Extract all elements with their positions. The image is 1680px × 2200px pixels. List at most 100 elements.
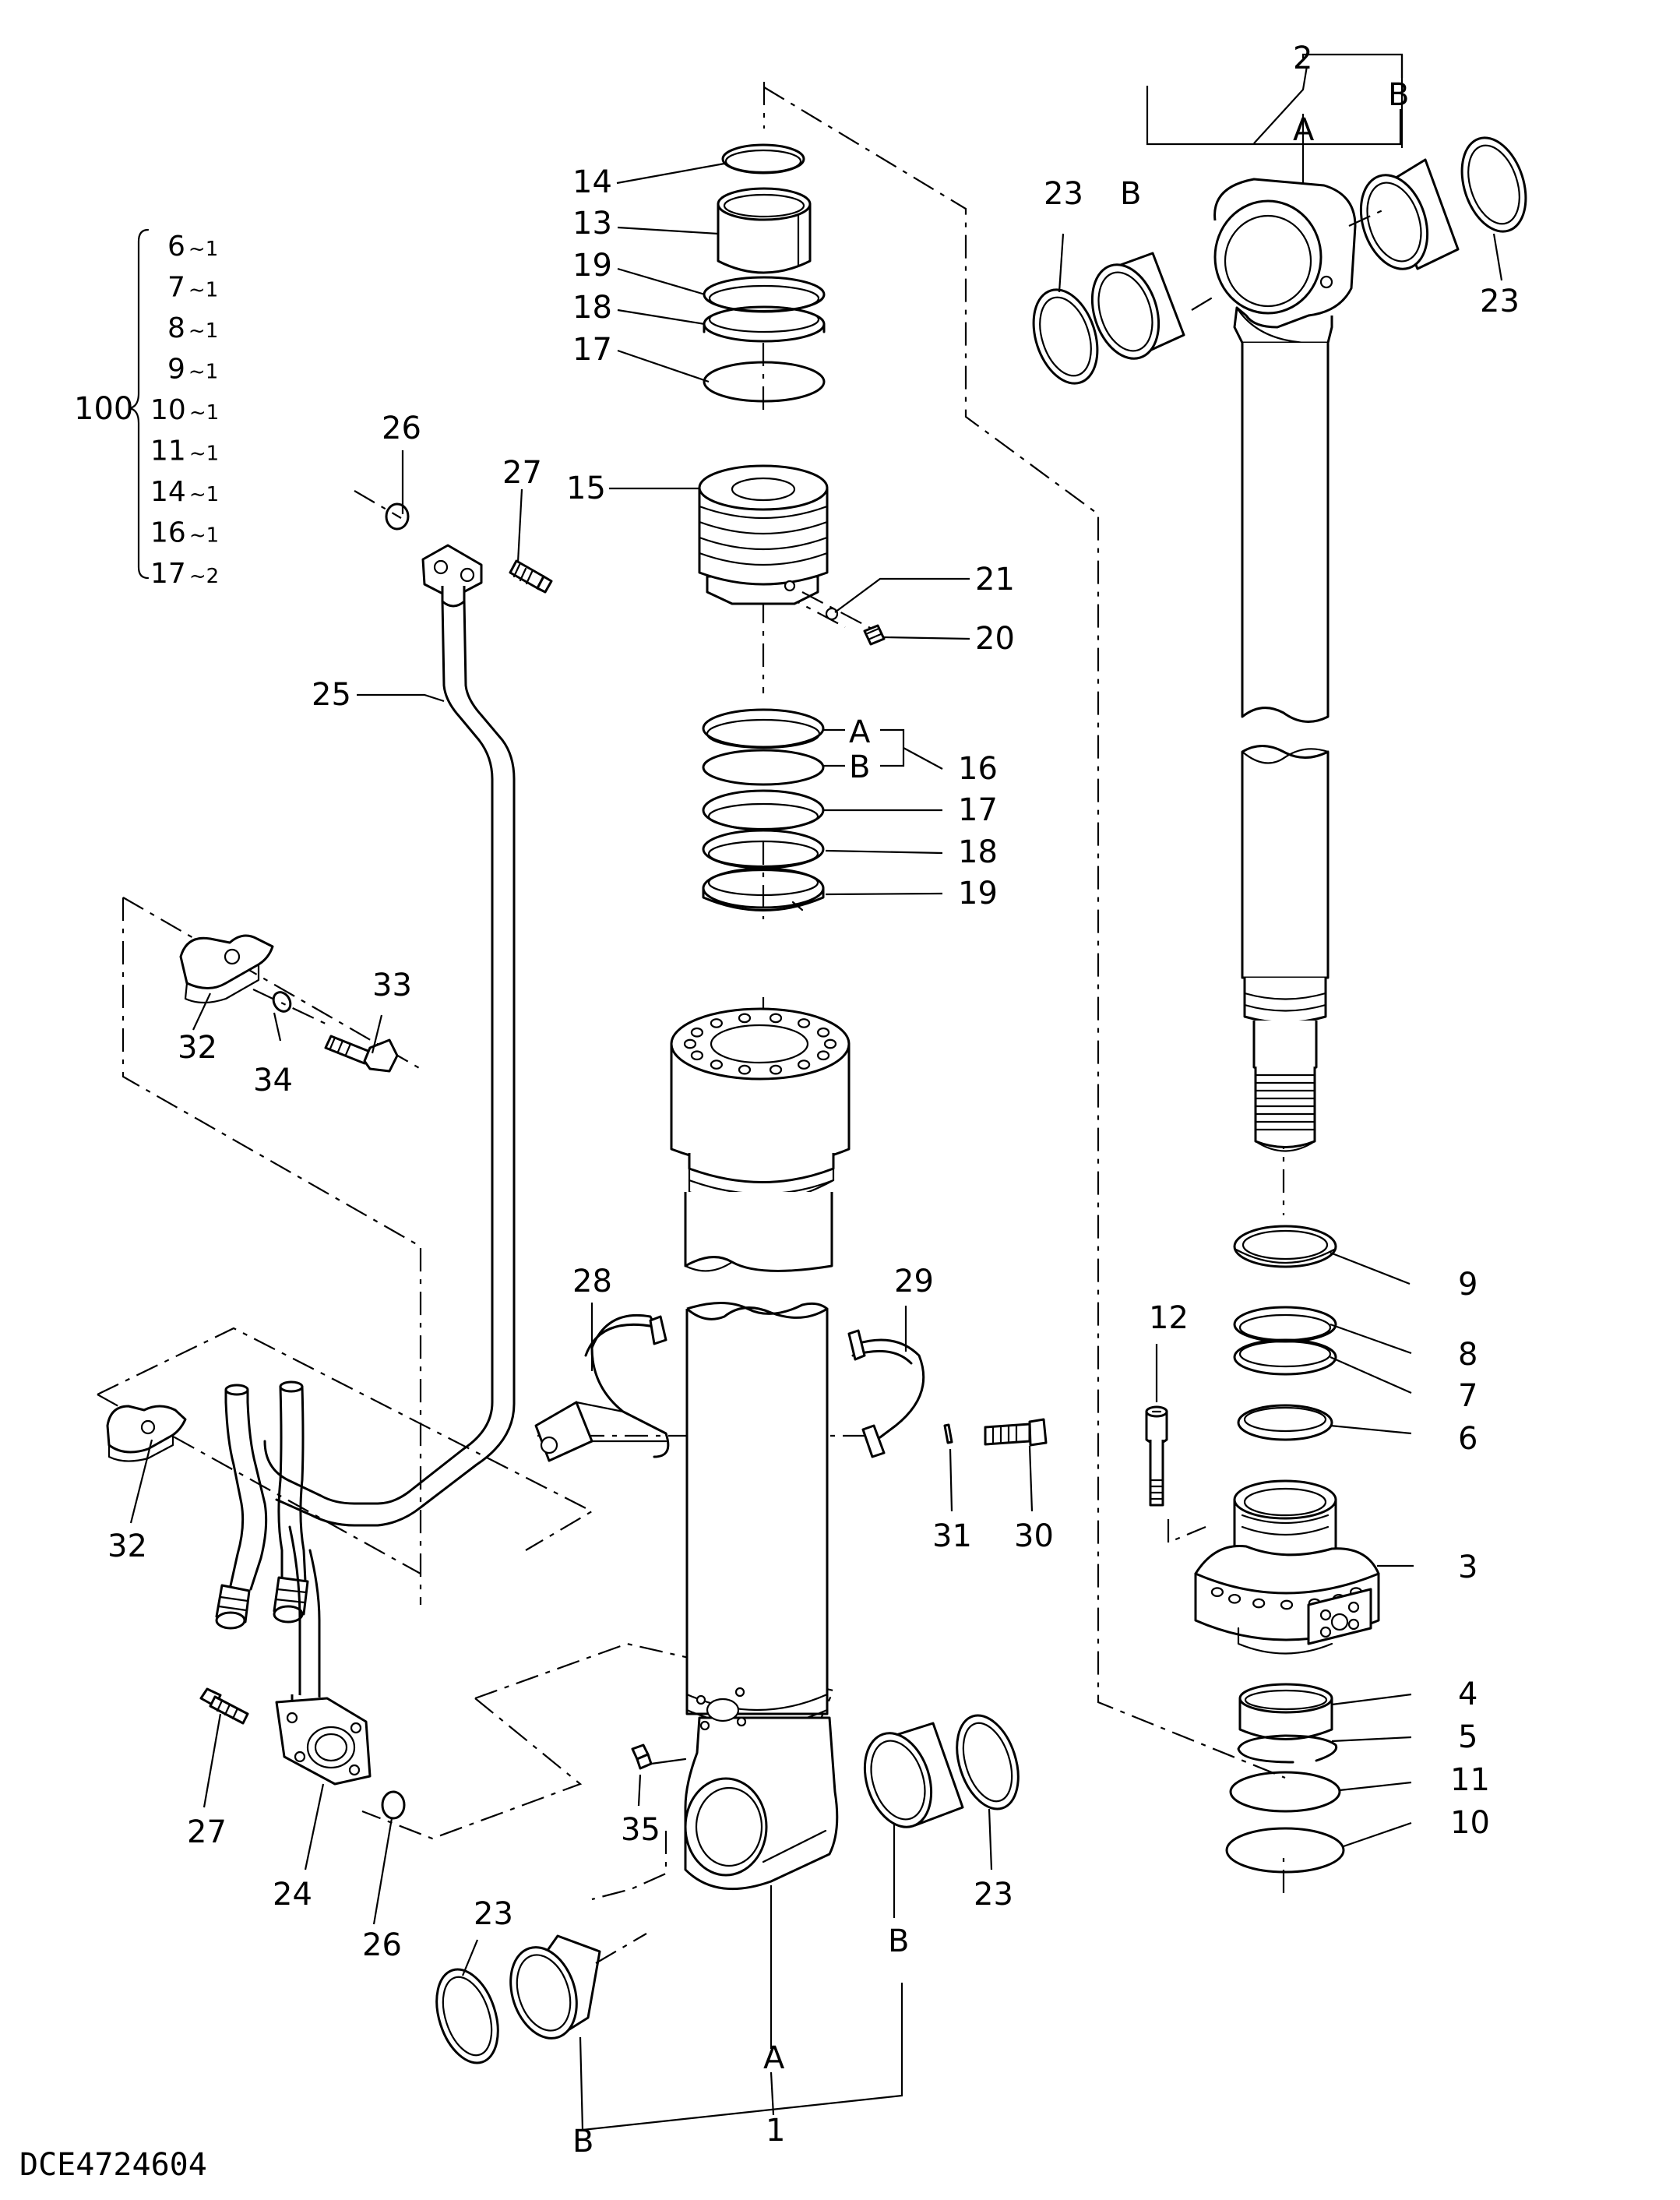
tube-eye-bushings [435,1714,1020,2064]
kit-item-part: 10 [150,394,186,426]
label-B-tube-left: B [572,2124,593,2159]
kit-item: 7~1 [167,272,218,304]
part-26-oring-lower [381,1790,406,1820]
leader-lines [129,53,1503,2131]
kit-item-qty: ~1 [188,238,218,261]
part-35-grease-fitting [631,1743,687,1770]
part-8-seal [1233,1306,1337,1343]
part-23-seal-tube-right [956,1714,1020,1810]
part-B-bushing-tube-left [509,1934,601,2040]
part-30-bolt [984,1418,1048,1447]
part-33-bolt [324,1035,399,1073]
kit-item-part: 16 [150,517,186,549]
part-B-bushing-rod-right [1359,158,1460,270]
callout-11: 11 [1450,1762,1490,1798]
label-B-seal: B [849,749,870,785]
part-12-socket-bolt [1145,1405,1168,1507]
callout-23-rod-left: 23 [1044,176,1083,212]
callout-30: 30 [1014,1518,1054,1554]
label-B-rod-right: B [1388,77,1409,113]
kit-item-part: 14 [150,476,186,508]
bolt-hole [1227,1593,1242,1604]
callout-27-upper: 27 [502,455,542,491]
callout-10: 10 [1450,1805,1490,1841]
kit-item-qty: ~1 [188,361,218,384]
part-2-piston-rod [1213,178,1357,1152]
assembly-outline-right [763,86,1286,1779]
callout-8: 8 [1458,1337,1477,1373]
kit-item: 6~1 [167,231,218,263]
kit-item: 10~1 [150,394,219,426]
callout-6: 6 [1458,1421,1477,1457]
callout-18-upper: 18 [572,290,612,326]
part-1-cylinder-tube [670,1007,851,1891]
callout-31: 31 [932,1518,972,1554]
drawing-code: DCE4724604 [19,2147,207,2183]
part-23-seal-rod-left [1032,288,1099,385]
bolt-hole [738,1064,752,1075]
callout-19-upper: 19 [572,248,612,284]
callout-29: 29 [894,1264,934,1299]
part-31-washer [943,1423,953,1444]
callout-17-upper: 17 [572,332,612,368]
kit-item: 11~1 [150,435,219,467]
kit-item-qty: ~1 [189,401,219,425]
callout-26-upper: 26 [382,411,421,446]
bolt-hole [738,1013,752,1024]
part-27-bolt-upper [509,559,553,594]
callout-32-lower: 32 [107,1528,147,1564]
bolt-hole [710,1059,723,1070]
part-10-ring [1225,1827,1345,1874]
parts-20-21 [801,591,886,646]
callout-23-tube-right: 23 [974,1877,1013,1913]
label-A-seal: A [849,714,871,750]
callout-23-tube-left: 23 [474,1896,513,1932]
bolt-hole [683,1038,697,1049]
callout-15: 15 [566,471,606,506]
callout-33: 33 [372,968,412,1003]
part-B-bushing-tube-right [863,1722,964,1828]
part-23-seal-tube-left [435,1968,499,2064]
callout-21: 21 [975,562,1015,598]
part-4-bushing [1238,1683,1333,1740]
part-29-band [847,1329,925,1458]
part-34-washer [272,991,292,1013]
callout-13: 13 [572,206,612,242]
kit-item-part: 7 [167,272,185,304]
bolt-hole [816,1027,830,1038]
label-A-rod: A [1293,112,1315,148]
callout-labels: 14 13 19 18 17 15 21 20 A B 16 17 18 19 … [107,41,1520,2159]
kit-item-qty: ~1 [188,319,218,343]
bolt-hole [798,1059,811,1070]
flange-bolt-holes [683,1013,837,1075]
callout-18-lower: 18 [958,834,998,870]
bolt-hole [690,1050,704,1061]
part-6-ring [1237,1404,1333,1441]
part-25-upper-flange [421,544,483,608]
callout-7: 7 [1458,1378,1477,1414]
part-26-oring-upper [385,502,410,531]
part-B-bushing-rod-left [1090,252,1185,360]
kit-item: 17~2 [150,558,219,590]
label-B-tube-right: B [888,1923,909,1959]
kit-item-part: 17 [150,558,186,590]
kit-item-part: 8 [167,312,185,344]
callout-2: 2 [1293,41,1312,76]
kit-brace [128,228,150,580]
kit-item: 14~1 [150,476,219,508]
bolt-hole [1210,1587,1224,1597]
part-9-wiper [1233,1225,1337,1268]
kit-item: 9~1 [167,354,218,386]
callout-34: 34 [253,1063,293,1098]
kit-item-qty: ~1 [188,279,218,302]
kit-item: 8~1 [167,312,218,344]
kit-item-qty: ~1 [189,442,219,466]
hose-assemblies [215,1380,321,1700]
callout-5: 5 [1458,1719,1477,1755]
part-7-ring [1233,1338,1337,1376]
part-5-snapring [1237,1734,1338,1764]
kit-item-qty: ~1 [189,483,219,506]
label-A-tube: A [763,2040,785,2076]
callout-4: 4 [1458,1676,1477,1712]
